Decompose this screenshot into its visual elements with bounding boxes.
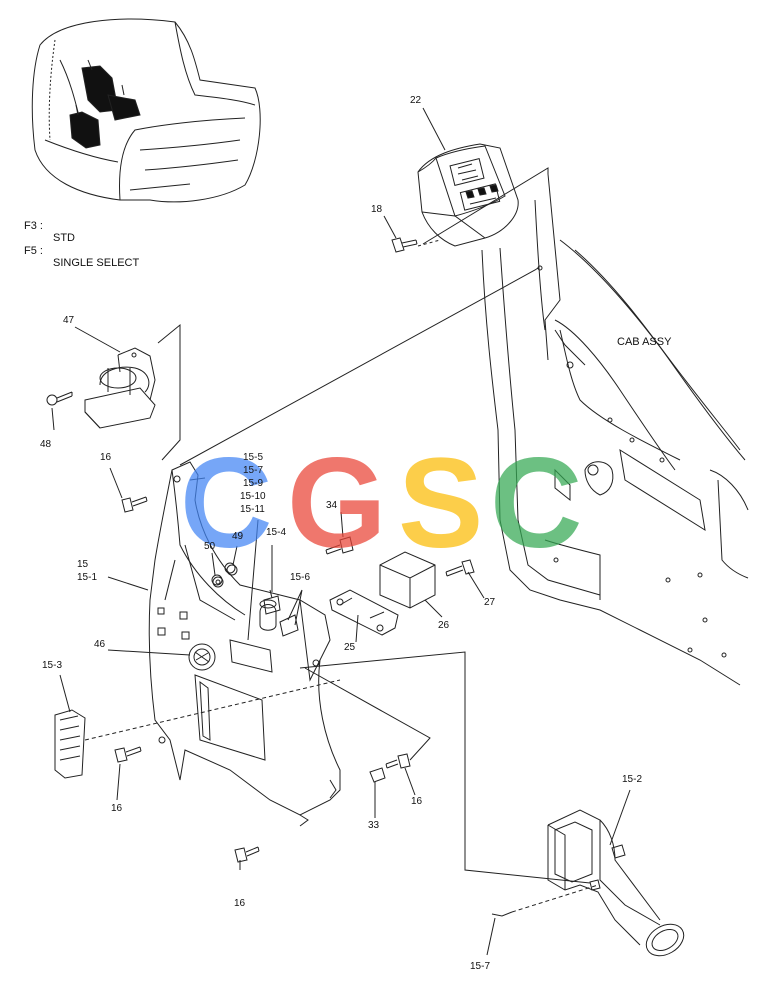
legend-f5-code: F5 : — [24, 245, 43, 257]
callout-15-11: 15-11 — [240, 504, 265, 515]
legend-f3-text: STD — [53, 232, 75, 244]
callout-25: 25 — [344, 642, 356, 653]
callout-22: 22 — [410, 95, 422, 106]
legend-f3-code: F3 : — [24, 220, 43, 232]
callout-15-3: 15-3 — [42, 660, 63, 671]
nut-49 — [226, 564, 238, 576]
callout-15-1: 15-1 — [77, 572, 98, 583]
callout-15: 15 — [77, 559, 89, 570]
callout-47: 47 — [63, 315, 75, 326]
washer-50 — [211, 574, 223, 586]
bolt-16-a — [121, 496, 148, 513]
cab-frame — [481, 173, 749, 686]
bracket-25 — [329, 589, 399, 636]
callout-15-7: 15-7 — [243, 465, 264, 476]
cup-holder — [84, 347, 156, 429]
callout-15-4: 15-4 — [266, 527, 287, 538]
watermark-letter: C — [490, 432, 582, 575]
screw-48 — [46, 391, 73, 406]
callout-15-6: 15-6 — [290, 572, 311, 583]
watermark-letter: G — [287, 432, 387, 575]
watermark-letter: C — [180, 432, 272, 575]
bolt-34 — [325, 536, 354, 555]
callout-18: 18 — [371, 204, 383, 215]
bolt-27 — [445, 559, 475, 577]
callout-15-9: 15-9 — [243, 478, 264, 489]
callout-27: 27 — [484, 597, 496, 608]
cab-assy-label: CAB ASSY — [617, 336, 672, 348]
callout-16-c: 16 — [234, 898, 246, 909]
screw-15-7 — [491, 911, 513, 917]
callout-26: 26 — [438, 620, 450, 631]
console-panel — [148, 461, 341, 827]
callout-15-7-bottom: 15-7 — [470, 961, 491, 972]
block-26 — [379, 551, 436, 609]
callout-16-d: 16 — [411, 796, 423, 807]
grille-15-3 — [54, 709, 86, 779]
bolt-16-b — [114, 746, 142, 763]
legend-f5-text: SINGLE SELECT — [53, 257, 140, 269]
clip-33 — [369, 767, 386, 783]
callout-16: 16 — [100, 452, 112, 463]
callout-49: 49 — [232, 531, 244, 542]
bolt-16-c — [234, 846, 260, 863]
callout-16-b: 16 — [111, 803, 123, 814]
callout-15-5: 15-5 — [243, 452, 264, 463]
callout-15-2: 15-2 — [622, 774, 643, 785]
bolt-15-4 — [263, 589, 281, 615]
duct-15-2 — [547, 809, 685, 957]
callout-46: 46 — [94, 639, 106, 650]
monitor-panel — [417, 143, 519, 247]
callout-50: 50 — [204, 541, 216, 552]
watermark: C G S C — [180, 432, 582, 575]
callout-48: 48 — [40, 439, 52, 450]
callout-34: 34 — [326, 500, 338, 511]
bolt-16-d — [385, 753, 411, 769]
bolt-18 — [391, 237, 418, 253]
callout-15-10: 15-10 — [240, 491, 266, 502]
callout-33: 33 — [368, 820, 380, 831]
watermark-letter: S — [398, 432, 483, 575]
seat-console-illustration — [31, 18, 261, 203]
